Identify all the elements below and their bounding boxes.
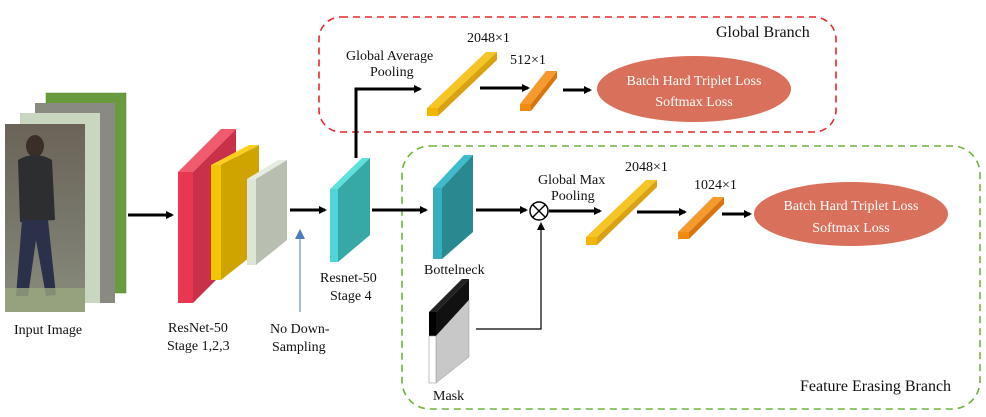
erasing-loss-line2: Softmax Loss [812,221,889,236]
erasing-feature-2048-dim: 2048×1 [625,160,668,175]
resnet4-label-line2: Stage 4 [330,289,372,304]
global-feature-2048-dim: 2048×1 [467,31,510,46]
max-pooling-label-line1: Global Max [538,173,605,188]
global-feature-512-bar [520,71,557,111]
erasing-loss-ellipse [754,182,948,246]
resnet123-label-line1: ResNet-50 [168,321,228,336]
max-pooling-label-line2: Pooling [551,189,595,204]
global-branch-box [318,16,837,133]
erasing-feature-1024-dim: 1024×1 [694,178,737,193]
global-feature-2048-bar [427,52,497,116]
global-branch-title: Global Branch [716,24,810,41]
resnet123-label-line2: Stage 1,2,3 [167,339,230,354]
mask-block [428,279,470,384]
erasing-feature-2048-bar [586,180,657,245]
resnet4-label-line1: Resnet-50 [320,271,377,286]
arrow-mask-to-multiply [476,222,545,330]
input-image-label: Input Image [14,323,82,338]
no-downsampling-label-line2: Sampling [272,340,326,355]
bottleneck-block [433,155,473,259]
arrow-to-global-pooling [354,85,422,158]
global-loss-line1: Batch Hard Triplet Loss [627,74,762,89]
resnet-stage3-block [247,160,287,265]
global-loss-ellipse [597,56,791,122]
mask-label: Mask [433,389,464,404]
global-feature-512-dim: 512×1 [510,53,546,68]
erasing-loss-line1: Batch Hard Triplet Loss [784,199,919,214]
global-pooling-label-line1: Global Average [346,49,433,64]
erasing-feature-1024-bar [678,197,724,239]
resnet-stage4-block [330,158,370,262]
input-image-stack [5,92,127,312]
multiply-operator [529,201,549,221]
erasing-branch-title: Feature Erasing Branch [800,378,951,395]
global-pooling-label-line2: Pooling [370,65,414,80]
global-loss-line2: Softmax Loss [655,95,732,110]
bottleneck-label: Bottelneck [424,263,485,278]
no-downsampling-label-line1: No Down- [270,322,330,337]
